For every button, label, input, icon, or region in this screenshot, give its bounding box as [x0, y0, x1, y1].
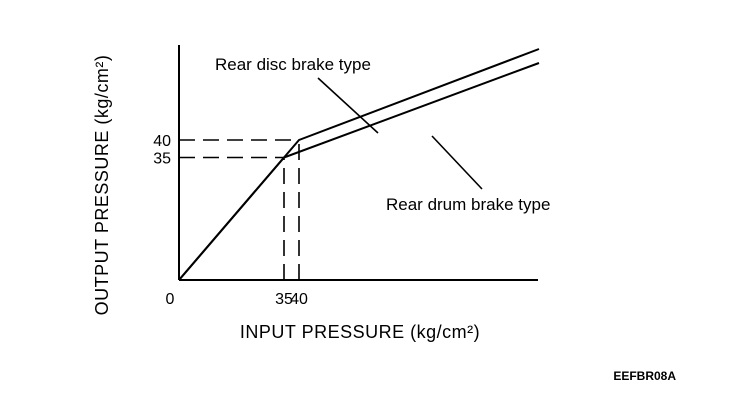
series-lines	[178, 48, 540, 281]
x-tick-label-0: 0	[166, 291, 175, 308]
x-tick-label-40: 40	[290, 291, 308, 308]
series-label-drum: Rear drum brake type	[386, 195, 550, 214]
reference-lines	[179, 139, 300, 280]
leader-line-disc	[317, 77, 379, 134]
y-tick-label-40: 40	[153, 133, 171, 150]
series-label-disc: Rear disc brake type	[215, 55, 371, 74]
axes	[178, 45, 538, 281]
x-tick-label-35: 35	[275, 291, 293, 308]
y-axis-label: OUTPUT PRESSURE (kg/cm²)	[92, 55, 112, 316]
y-tick-label-35: 35	[153, 151, 171, 168]
x-axis-label: INPUT PRESSURE (kg/cm²)	[240, 322, 480, 342]
figure-code: EEFBR08A	[613, 369, 676, 383]
leader-line-drum	[431, 135, 483, 190]
series-line-drum	[178, 62, 540, 281]
